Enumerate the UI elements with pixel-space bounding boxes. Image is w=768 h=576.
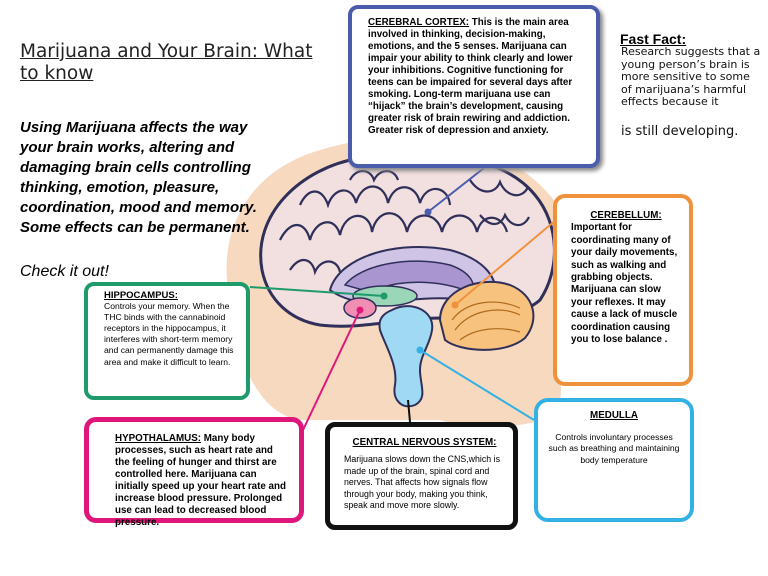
cerebellum-box: CEREBELLUM: Important for coordinating m… [553,194,693,386]
pointer-cns [407,399,411,423]
cortex-heading: CEREBRAL CORTEX: [368,17,470,28]
hippocampus-heading: HIPPOCAMPUS: [104,290,178,301]
pointer-medulla-dot [416,346,424,354]
pointer-cerebellum [454,219,557,306]
cerebellum-heading: CEREBELLUM: [590,210,662,221]
hypothalamus-text: Many body processes, such as heart rate … [115,433,286,528]
pointer-hypothalamus [302,309,361,431]
page-title: Marijuana and Your Brain: What to know [20,41,313,84]
hypothalamus-heading: HYPOTHALAMUS: [115,433,201,444]
cns-box: CENTRAL NERVOUS SYSTEM: Marijuana slows … [325,422,518,530]
corpus-callosum [343,260,474,293]
fast-fact-tail: is still developing. [621,124,739,139]
intro-text: Using Marijuana affects the way your bra… [20,119,257,236]
fast-fact-text: Research suggests that a young person’s … [621,45,761,108]
medulla-text: Controls involuntary processes such as b… [548,431,680,465]
pointer-cerebellum-dot [451,301,459,309]
cerebellum-folds [451,301,521,341]
pointer-hippocampus [249,286,385,297]
fast-fact-title: Fast Fact: [620,31,687,47]
pointer-hippocampus-dot [380,292,388,300]
pointer-cortex-dot [424,208,432,216]
check-it-out: Check it out! [20,263,109,280]
cortex-box: CEREBRAL CORTEX: This is the main area i… [348,5,600,168]
medulla-box: MEDULLA Controls involuntary processes s… [534,398,694,522]
gyri-pattern [279,169,530,276]
cns-text: Marijuana slows down the CNS,which is ma… [344,454,500,511]
hippocampus-text: Controls your memory. When the THC binds… [104,301,234,367]
pointer-cortex [427,167,485,213]
cortex-text: This is the main area involved in thinki… [368,17,573,136]
pointer-hypothalamus-dot [356,306,364,314]
hypothalamus-box: HYPOTHALAMUS: Many body processes, such … [84,417,304,528]
medulla-heading: MEDULLA [590,410,638,421]
hippocampus-box: HIPPOCAMPUS: Controls your memory. When … [84,282,250,400]
cerebellum-region [438,280,535,351]
brainstem-medulla [378,305,434,408]
cerebellum-text: Important for coordinating many of your … [571,222,678,346]
cns-heading: CENTRAL NERVOUS SYSTEM: [352,437,497,448]
pointer-medulla [419,349,535,421]
